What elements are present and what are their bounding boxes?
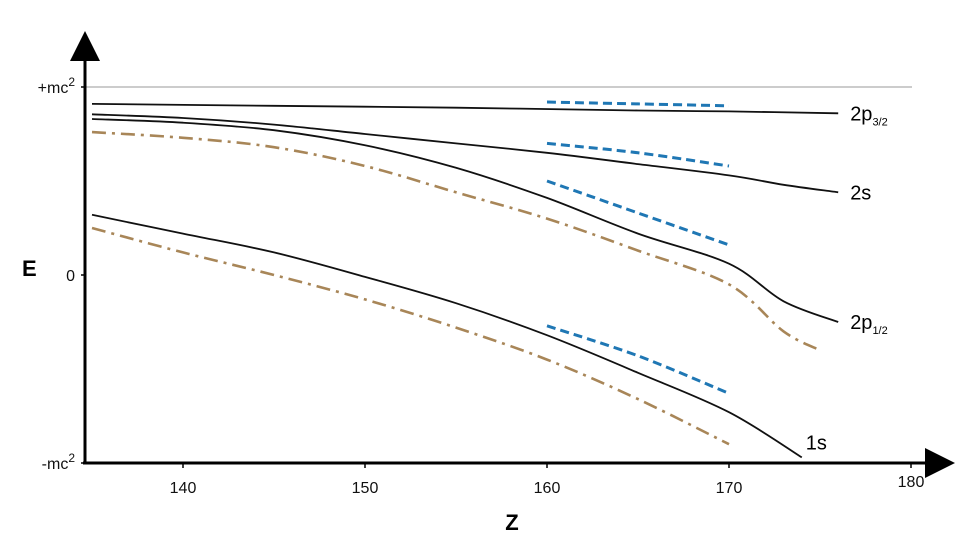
series-label-1s: 1s [806, 432, 827, 454]
series-line-2p1-2 [91, 118, 839, 323]
y-axis-title: E [22, 256, 37, 281]
x-tick-label-160: 160 [534, 480, 561, 497]
series-line-dashed-near-2p1-2 [546, 179, 730, 247]
x-tick-label-140: 140 [170, 480, 197, 497]
series-label-2p1-2: 2p1/2 [850, 312, 888, 337]
series-line-1s [91, 213, 803, 459]
x-tick-label-170: 170 [716, 480, 743, 497]
series-line-2p3-2 [91, 103, 839, 115]
series-label-2p3-2: 2p3/2 [850, 103, 888, 128]
series-line-2s [91, 113, 839, 194]
plot-area: 140 150 160 170 180 +mc2 0 -mc2 2p3/2 2s 2p1/2 1s [38, 31, 955, 497]
series-line-lower-dash-dot [91, 226, 730, 446]
series-label-2s: 2s [850, 182, 871, 204]
x-tick-label-150: 150 [352, 480, 379, 497]
y-tick-label-0: +mc2 [38, 75, 76, 97]
series-line-upper-dash-dot [91, 130, 821, 352]
y-tick-label-2: -mc2 [42, 451, 76, 473]
x-axis-title: Z [505, 510, 518, 535]
series-line-dashed-near-2p3-2 [546, 100, 730, 108]
x-tick-label-180: 180 [898, 474, 925, 491]
series-line-dashed-near-1s [546, 324, 730, 395]
series-line-dashed-near-2s [546, 141, 730, 168]
y-tick-label-1: 0 [66, 268, 75, 285]
